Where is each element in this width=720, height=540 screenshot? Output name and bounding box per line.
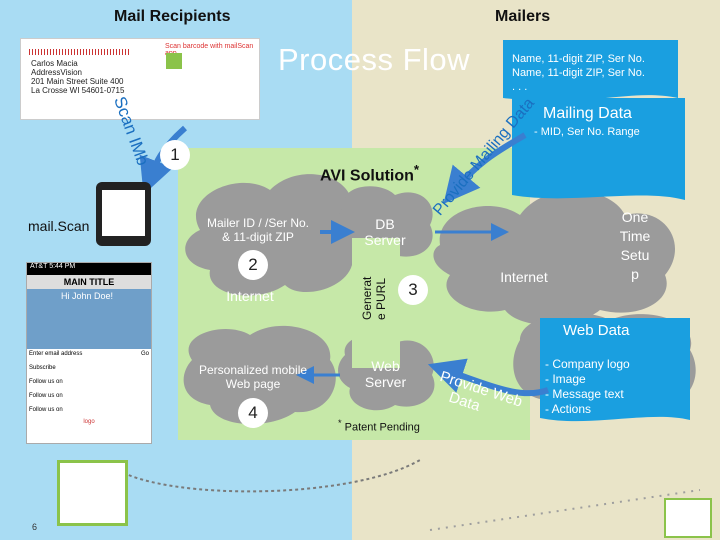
- follow-item[interactable]: Follow us on: [29, 379, 63, 385]
- mailing-data-detail: - MID, Ser No. Range: [534, 126, 640, 138]
- web-line: Web: [371, 358, 400, 374]
- patent-note: * Patent Pending: [338, 418, 420, 434]
- server-line: Server: [364, 232, 406, 248]
- phone-icon: [96, 182, 151, 246]
- step-4: 4: [238, 398, 268, 428]
- step-3: 3: [398, 275, 428, 305]
- barcode: [29, 49, 129, 55]
- step-1: 1: [160, 140, 190, 170]
- avi-sup: *: [413, 162, 420, 177]
- setup-line: Setu: [620, 247, 650, 263]
- address-card: Scan barcode with mailScan app Carlos Ma…: [20, 38, 260, 120]
- patent-text: Patent Pending: [344, 421, 420, 434]
- web-data-title: Web Data: [563, 322, 630, 339]
- web-data-arrow: [427, 358, 550, 397]
- internet-right-label: Internet: [500, 269, 548, 285]
- one-time-setup-label: One Time Setu p: [605, 208, 665, 284]
- web-data-item: - Actions: [545, 402, 592, 416]
- avi-brand-logo-icon: [664, 498, 712, 538]
- mailer-id-line: Mailer ID / /Ser No.: [206, 216, 310, 230]
- db-line: DB: [375, 216, 395, 232]
- mailscan-label: mail.Scan: [28, 218, 90, 234]
- personalized-line: Personalized mobile: [198, 363, 308, 377]
- phone-main-title: MAIN TITLE: [27, 275, 151, 289]
- phone-logo: logo: [83, 419, 95, 425]
- address-line: Carlos Macia: [31, 59, 78, 68]
- mailer-line: . . .: [512, 81, 528, 93]
- mailing-data-title: Mailing Data: [543, 105, 632, 122]
- setup-line: Time: [619, 228, 651, 244]
- step-2: 2: [238, 250, 268, 280]
- address-lines: Carlos Macia AddressVision 201 Main Stre…: [31, 59, 124, 95]
- status-bar: AT&T 5:44 PM: [27, 263, 151, 275]
- mailer-id-line: & 11-digit ZIP: [222, 230, 294, 244]
- patent-sup: *: [338, 418, 342, 428]
- internet-left-label: Internet: [226, 288, 274, 304]
- mailer-document: [503, 40, 678, 101]
- avi-text: AVI Solution: [320, 167, 414, 185]
- mailing-data-arrow: [443, 132, 527, 204]
- email-input[interactable]: Enter email address: [29, 351, 83, 357]
- setup-line: p: [631, 266, 639, 282]
- mail-recipients-header: Mail Recipients: [114, 8, 231, 25]
- personalized-label: Personalized mobile Web page: [188, 363, 318, 391]
- address-line: La Crosse WI 54601-0715: [31, 86, 125, 95]
- phone-greeting: Hi John Doe!: [61, 291, 114, 301]
- generate-line: Generat: [360, 276, 374, 320]
- personalized-cloud: [183, 325, 336, 425]
- internet-cloud-left: [185, 174, 353, 296]
- web-server-label: Web Server: [358, 358, 413, 390]
- mailer-line: Name, 11-digit ZIP, Ser No.: [512, 53, 645, 65]
- mailer-line: Name, 11-digit ZIP, Ser No.: [512, 67, 645, 79]
- phone-hero-image: Hi John Doe!: [27, 289, 151, 349]
- follow-list: Subscribe Follow us on Follow us on Foll…: [27, 359, 151, 419]
- web-data-document: [540, 318, 690, 422]
- phone-screen: [102, 190, 145, 236]
- db-server-label: DB Server: [360, 216, 410, 248]
- follow-item[interactable]: Follow us on: [29, 407, 63, 413]
- generate-purl-bar: [352, 238, 400, 368]
- page-footer-dots: [429, 489, 701, 531]
- purl-line: e PURL: [374, 277, 388, 320]
- phone-mockup: AT&T 5:44 PM MAIN TITLE Hi John Doe! Ent…: [26, 262, 152, 444]
- mailing-data-document: [512, 98, 685, 200]
- mailer-document-text: Name, 11-digit ZIP, Ser No. Name, 11-dig…: [512, 52, 645, 94]
- phone-to-mail-arrow: [117, 459, 421, 493]
- mailers-header: Mailers: [495, 8, 551, 25]
- page-number: 6: [32, 522, 38, 532]
- personalized-line: Web page: [225, 377, 281, 391]
- mailscan-app-logo-icon: [57, 460, 128, 526]
- subscribe-button[interactable]: Subscribe: [29, 365, 56, 371]
- web-data-list: - Company logo - Image - Message text - …: [545, 357, 630, 417]
- avi-solution-label: AVI Solution*: [320, 162, 419, 185]
- server-line: Server: [364, 374, 407, 390]
- phone-email-row[interactable]: Enter email address Go: [27, 349, 151, 359]
- address-line: AddressVision: [31, 68, 82, 77]
- mailer-id-label: Mailer ID / /Ser No. & 11-digit ZIP: [183, 216, 333, 244]
- generate-purl-label: Generat e PURL: [360, 277, 388, 320]
- web-data-item: - Company logo: [545, 357, 630, 371]
- follow-item[interactable]: Follow us on: [29, 393, 63, 399]
- address-line: 201 Main Street Suite 400: [31, 77, 124, 86]
- app-logo-icon: [166, 53, 182, 69]
- page-title: Process Flow: [278, 42, 471, 77]
- web-data-item: - Image: [545, 372, 586, 386]
- setup-line: One: [621, 209, 649, 225]
- web-data-item: - Message text: [545, 387, 624, 401]
- go-button[interactable]: Go: [140, 351, 149, 357]
